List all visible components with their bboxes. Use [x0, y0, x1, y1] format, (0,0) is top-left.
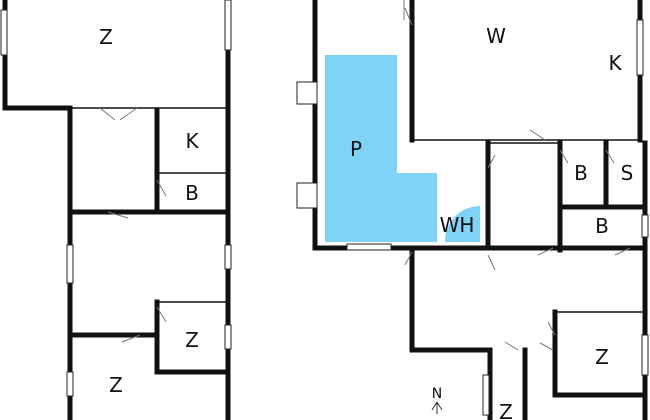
left-building-windows: [0, 0, 232, 397]
left-building-walls: [2, 0, 231, 420]
left-building-doors: [99, 107, 167, 343]
room-label-left-top-bedroom: Z: [99, 25, 113, 49]
whirlpool-area: [444, 206, 480, 242]
north-arrow-icon: [431, 401, 443, 414]
room-label-pool: P: [350, 137, 362, 161]
room-label-bath-1: B: [574, 161, 588, 185]
room-label-kitchen: K: [608, 51, 622, 75]
right-building-doors: [403, 0, 631, 351]
room-label-right-bedroom: Z: [595, 345, 609, 369]
compass-label: N: [432, 386, 442, 402]
pool-area: [325, 55, 437, 242]
room-label-left-bath: B: [185, 181, 199, 205]
room-label-whirlpool: WH: [440, 213, 475, 237]
room-label-bath-2: B: [595, 214, 609, 238]
room-label-sauna: S: [621, 161, 634, 185]
room-label-left-bottom-bedroom: Z: [109, 373, 123, 397]
right-building-windows: [296, 19, 649, 416]
room-label-bottom-bedroom: Z: [499, 400, 513, 420]
room-labels: Z K B Z Z W K P WH B S B Z Z N: [99, 24, 633, 420]
room-label-left-small-bedroom: Z: [185, 328, 199, 352]
room-label-left-kitchen: K: [185, 129, 199, 153]
room-label-living-room: W: [486, 24, 506, 48]
